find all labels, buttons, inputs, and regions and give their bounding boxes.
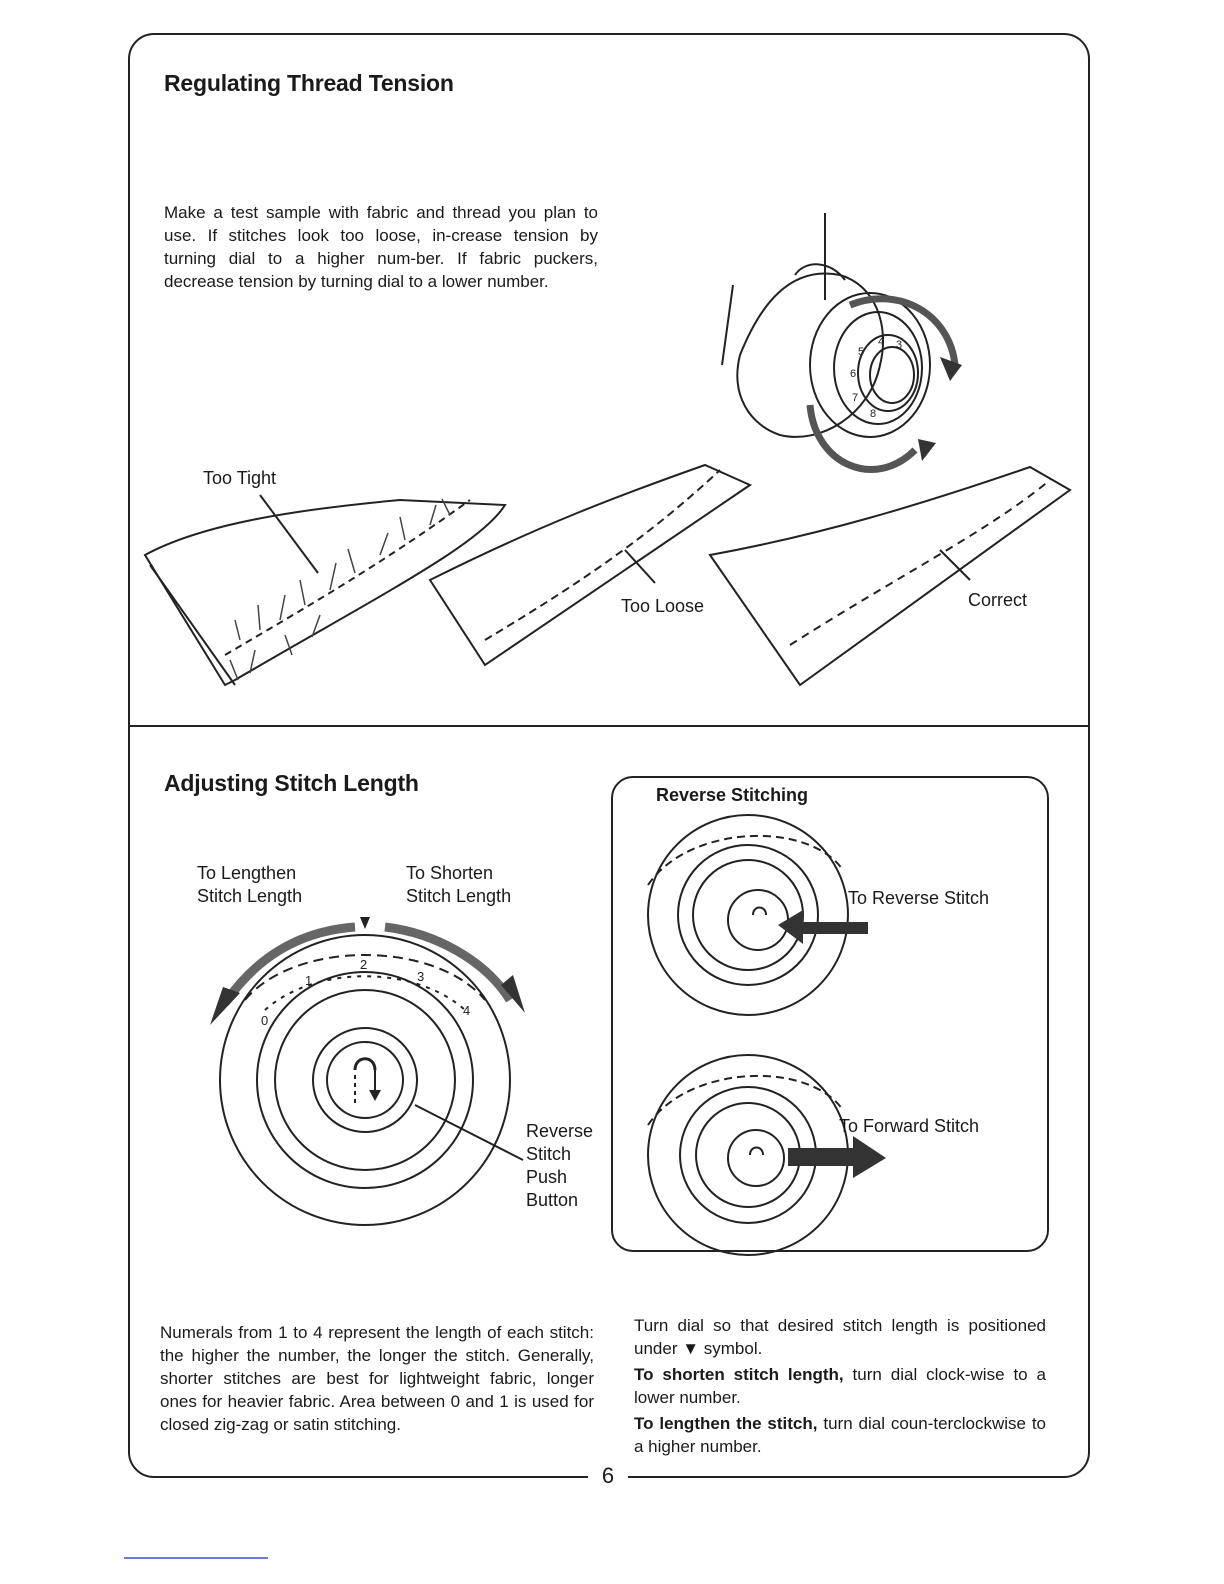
stitch-dial-number: 0 xyxy=(261,1013,268,1028)
reverse-stitching-box xyxy=(611,776,1049,1252)
shorten-instruction-bold: To shorten stitch length, xyxy=(634,1365,844,1384)
too-loose-label: Too Loose xyxy=(621,596,705,616)
to-forward-label: To Forward Stitch xyxy=(839,1116,980,1136)
to-reverse-label: To Reverse Stitch xyxy=(848,888,990,908)
tension-heading: Regulating Thread Tension xyxy=(164,70,454,96)
section-divider xyxy=(130,725,1088,727)
page-number: 6 xyxy=(588,1463,628,1493)
tension-dial-number: 6 xyxy=(850,368,856,380)
stitch-length-dial-illustration: 0 1 2 3 4 xyxy=(210,917,525,1226)
correct-label: Correct xyxy=(968,590,1028,610)
stitch-dial-number: 4 xyxy=(463,1003,470,1018)
tension-dial-number: 8 xyxy=(870,408,876,420)
fabric-sample-illustration xyxy=(143,463,1072,687)
tension-dial-number: 3 xyxy=(896,339,902,351)
tension-body-text: Make a test sample with fabric and threa… xyxy=(164,203,598,291)
tension-dial-number: 7 xyxy=(852,392,858,404)
stitch-length-body-text: Numerals from 1 to 4 represent the lengt… xyxy=(160,1323,594,1434)
reverse-button-label: Reverse Stitch Push Button xyxy=(526,1121,594,1210)
to-shorten-label: To Shorten Stitch Length xyxy=(406,863,512,906)
reverse-instructions-intro: Turn dial so that desired stitch length … xyxy=(634,1316,1046,1358)
lengthen-instruction-bold: To lengthen the stitch, xyxy=(634,1414,818,1433)
tension-dial-number: 4 xyxy=(878,336,884,348)
lengthen-instruction: To lengthen the stitch, turn dial coun-t… xyxy=(634,1412,1046,1458)
shorten-instruction-rest: turn dial clock-wise to a lower number. xyxy=(634,1365,1046,1407)
stitch-dial-number: 1 xyxy=(305,973,312,988)
tension-dial-number: 5 xyxy=(858,346,864,358)
reverse-instructions: Turn dial so that desired stitch length … xyxy=(634,1314,1046,1461)
stitch-dial-number: 2 xyxy=(360,957,367,972)
shorten-instruction: To shorten stitch length, turn dial cloc… xyxy=(634,1363,1046,1409)
footer-rule xyxy=(124,1557,268,1559)
reverse-stitching-heading: Reverse Stitching xyxy=(656,785,809,805)
tension-body: Make a test sample with fabric and threa… xyxy=(164,201,598,296)
stitch-dial-number: 3 xyxy=(417,969,424,984)
lengthen-instruction-rest: turn dial coun-terclockwise to a higher … xyxy=(634,1414,1046,1456)
tension-dial-illustration: 3 4 5 6 7 8 xyxy=(721,213,962,473)
reverse-button-dial-illustration xyxy=(647,814,886,1256)
to-lengthen-label: To Lengthen Stitch Length xyxy=(197,863,303,906)
stitch-length-heading: Adjusting Stitch Length xyxy=(164,770,419,796)
too-tight-label: Too Tight xyxy=(203,468,277,488)
stitch-length-body: Numerals from 1 to 4 represent the lengt… xyxy=(160,1321,594,1439)
